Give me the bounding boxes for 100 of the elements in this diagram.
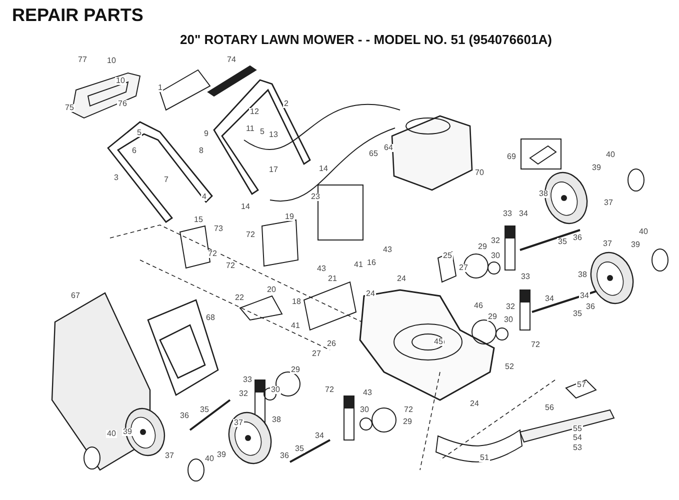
callout-number: 40 xyxy=(605,151,616,159)
callout-number: 19 xyxy=(284,213,295,221)
callout-number: 73 xyxy=(213,225,224,233)
callout-number: 39 xyxy=(216,451,227,459)
callout-number: 37 xyxy=(602,240,613,248)
page-title: REPAIR PARTS xyxy=(12,6,144,24)
callout-number: 15 xyxy=(193,216,204,224)
callout-number: 38 xyxy=(271,416,282,424)
callout-number: 54 xyxy=(572,434,583,442)
callout-number: 16 xyxy=(366,259,377,267)
callout-number: 14 xyxy=(318,165,329,173)
callout-number: 35 xyxy=(557,238,568,246)
callout-number: 46 xyxy=(473,302,484,310)
callout-number: 29 xyxy=(290,366,301,374)
callout-number: 76 xyxy=(117,100,128,108)
callout-number: 41 xyxy=(353,261,364,269)
callout-number: 72 xyxy=(403,406,414,414)
callout-number: 34 xyxy=(544,295,555,303)
callout-number: 18 xyxy=(291,298,302,306)
callout-number: 36 xyxy=(179,412,190,420)
callout-number: 26 xyxy=(326,340,337,348)
callout-number: 7 xyxy=(163,176,170,184)
callout-number: 40 xyxy=(106,430,117,438)
callout-number: 24 xyxy=(469,400,480,408)
callout-number: 8 xyxy=(198,147,204,155)
callout-number: 57 xyxy=(576,381,587,389)
callout-number: 45 xyxy=(433,338,444,346)
callout-number: 4 xyxy=(201,193,208,201)
callout-number: 75 xyxy=(64,104,75,112)
callout-number: 33 xyxy=(242,376,253,384)
callout-number: 69 xyxy=(506,153,517,161)
callout-number: 39 xyxy=(630,241,641,249)
callout-number: 30 xyxy=(490,252,501,260)
callout-number: 21 xyxy=(327,275,338,283)
callout-number: 29 xyxy=(477,243,488,251)
callout-number: 68 xyxy=(205,314,216,322)
callout-number: 43 xyxy=(316,265,327,273)
callout-number: 37 xyxy=(603,199,614,207)
callout-number: 53 xyxy=(572,444,583,452)
callout-number: 5 xyxy=(136,129,142,137)
callout-number: 20 xyxy=(266,286,277,294)
callout-number: 70 xyxy=(474,169,485,177)
callout-number: 22 xyxy=(234,294,245,302)
callout-number: 1 xyxy=(157,84,164,92)
callout-number: 34 xyxy=(579,292,590,300)
callout-number: 32 xyxy=(505,303,516,311)
callout-number: 72 xyxy=(207,250,218,258)
callout-number: 35 xyxy=(572,310,583,318)
callout-number: 29 xyxy=(487,313,498,321)
callout-number: 34 xyxy=(518,210,529,218)
callout-number: 72 xyxy=(225,262,236,270)
callout-number: 6 xyxy=(131,147,138,155)
callout-number: 72 xyxy=(245,231,256,239)
callout-number: 35 xyxy=(294,445,305,453)
callout-number: 27 xyxy=(311,350,322,358)
callout-number: 24 xyxy=(396,275,407,283)
callout-number: 52 xyxy=(504,363,515,371)
callout-number: 27 xyxy=(458,264,469,272)
callout-number: 36 xyxy=(279,452,290,460)
callout-number: 10 xyxy=(106,57,117,65)
callout-number: 40 xyxy=(638,228,649,236)
callout-number: 29 xyxy=(402,418,413,426)
callout-number: 51 xyxy=(479,454,490,462)
callout-number: 39 xyxy=(591,164,602,172)
callout-number: 35 xyxy=(199,406,210,414)
callout-number: 43 xyxy=(382,246,393,254)
callout-number: 30 xyxy=(503,316,514,324)
callout-number: 11 xyxy=(245,125,256,133)
callout-number: 72 xyxy=(324,386,335,394)
callout-number: 32 xyxy=(238,390,249,398)
callout-number: 34 xyxy=(314,432,325,440)
callout-number: 14 xyxy=(240,203,251,211)
callout-number: 30 xyxy=(359,406,370,414)
callout-number: 74 xyxy=(226,56,237,64)
callout-number: 55 xyxy=(572,425,583,433)
callout-number: 41 xyxy=(290,322,301,330)
callout-number: 17 xyxy=(268,166,279,174)
callout-number: 23 xyxy=(310,193,321,201)
callout-number: 33 xyxy=(502,210,513,218)
callout-number: 33 xyxy=(520,273,531,281)
callout-number: 3 xyxy=(113,174,120,182)
callout-number: 72 xyxy=(530,341,541,349)
callout-number: 67 xyxy=(70,292,81,300)
callout-number: 13 xyxy=(268,131,279,139)
callout-number: 77 xyxy=(77,56,88,64)
callout-number: 12 xyxy=(249,108,260,116)
callout-number: 9 xyxy=(203,130,210,138)
subtitle: 20" ROTARY LAWN MOWER - - MODEL NO. 51 (954076601A) xyxy=(180,33,552,46)
callout-number: 32 xyxy=(490,237,501,245)
callout-number: 36 xyxy=(572,234,583,242)
callout-number: 64 xyxy=(383,144,394,152)
callout-number: 5 xyxy=(259,128,266,136)
callout-number: 24 xyxy=(365,290,376,298)
callout-number: 36 xyxy=(585,303,596,311)
callout-number: 10 xyxy=(115,77,126,85)
callout-number: 40 xyxy=(204,455,215,463)
callout-number: 25 xyxy=(442,252,453,260)
callout-number: 2 xyxy=(283,100,290,108)
callout-number: 43 xyxy=(362,389,373,397)
callout-number: 56 xyxy=(544,404,555,412)
